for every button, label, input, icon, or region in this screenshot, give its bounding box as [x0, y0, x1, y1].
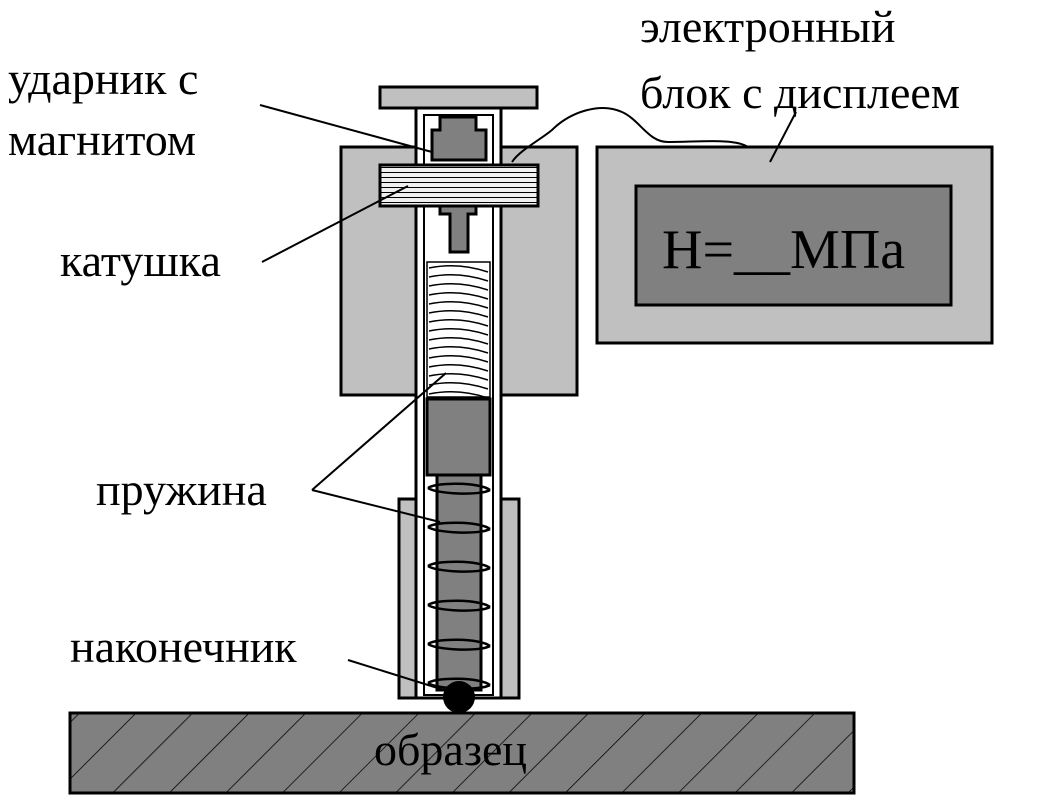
- label-coil: катушка: [60, 235, 221, 286]
- striker-magnet: [430, 115, 488, 162]
- label-sample: образец: [374, 724, 527, 775]
- display-screen: [634, 184, 953, 307]
- upper-spring: [426, 261, 491, 399]
- leader-coil: [261, 185, 409, 263]
- signal-cable: [511, 107, 749, 163]
- label-tip: наконечник: [70, 621, 297, 672]
- label-spring: пружина: [96, 464, 267, 515]
- leader-electronic: [769, 111, 797, 163]
- leader-tip: [347, 659, 445, 691]
- label-electronic-line1: электронный: [640, 1, 895, 52]
- tip-ball: [443, 681, 475, 713]
- label-electronic-line2: блок с дисплеем: [640, 67, 960, 118]
- label-striker-line2: магнитом: [8, 114, 196, 165]
- weight-block: [425, 397, 492, 477]
- top-cap: [378, 85, 539, 110]
- lower-spring: [427, 482, 491, 690]
- leader-spring-upper: [311, 372, 447, 491]
- display-reading: H=__МПа: [662, 219, 905, 281]
- label-striker-line1: ударник с: [8, 53, 198, 104]
- leader-spring-lower: [311, 489, 441, 523]
- sample-plate: [68, 711, 856, 795]
- tip-rod: [435, 473, 483, 692]
- coil: [378, 163, 540, 208]
- leader-striker: [259, 104, 433, 153]
